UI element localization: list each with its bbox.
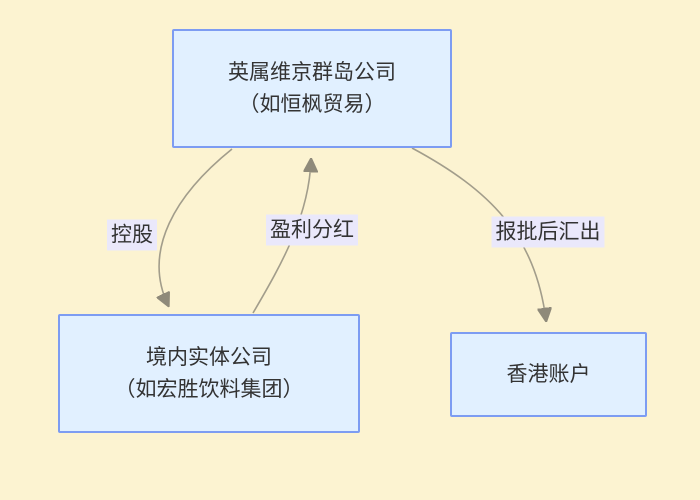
node-bvi-company-example: （如恒枫贸易） [238,92,386,116]
edge-label-remit: 报批后汇出 [491,216,605,248]
node-hk-account: 香港账户 [450,332,647,417]
node-hk-account-name: 香港账户 [506,362,591,386]
node-domestic-company-example: （如宏胜饮料集团） [114,377,304,401]
node-domestic-company-name: 境内实体公司 [146,345,272,369]
edge-label-dividend: 盈利分红 [266,214,358,246]
edge-label-holding: 控股 [107,219,157,251]
node-bvi-company-name: 英属维京群岛公司 [228,60,396,84]
edge-holding-path [159,148,233,305]
node-bvi-company: 英属维京群岛公司 （如恒枫贸易） [172,29,452,148]
node-domestic-company: 境内实体公司 （如宏胜饮料集团） [58,314,360,433]
